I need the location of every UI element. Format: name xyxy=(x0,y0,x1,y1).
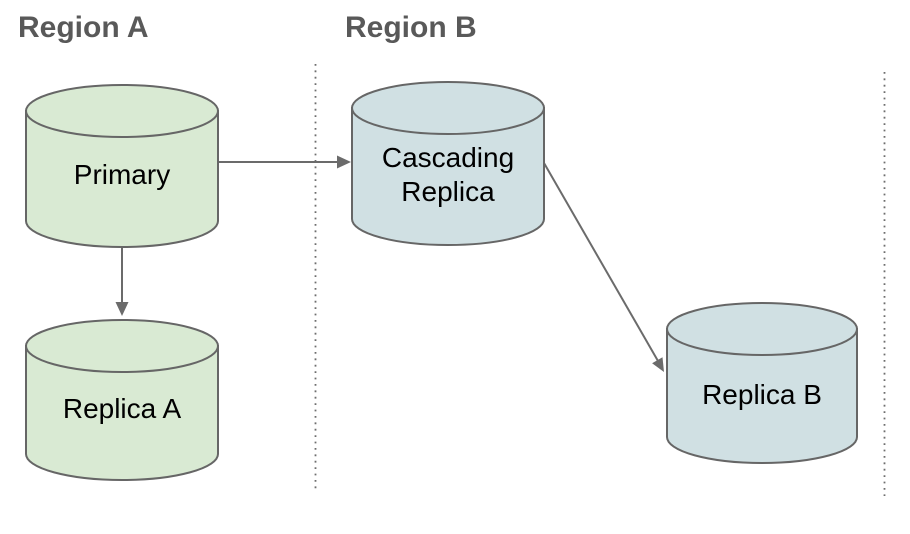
edge-primary-to-cascading-replica xyxy=(218,155,351,169)
edge-primary-to-replica-a xyxy=(115,247,129,316)
edge-cascading-replica-to-replica-b xyxy=(543,162,664,372)
database-cylinder-body xyxy=(351,107,545,246)
arrowhead-icon xyxy=(115,302,129,316)
node-primary xyxy=(25,84,219,248)
node-primary-label: Primary xyxy=(73,159,171,190)
database-cylinder-top xyxy=(666,302,858,356)
database-cylinder-top xyxy=(351,81,545,135)
arrowhead-icon xyxy=(652,357,664,372)
node-cascading-replica xyxy=(351,81,545,246)
node-replica-b xyxy=(666,302,858,464)
node-replica-a-label: Replica A xyxy=(62,393,182,424)
database-cylinder-body xyxy=(25,110,219,248)
node-replica-a xyxy=(25,319,219,481)
region-a-label: Region A xyxy=(18,11,149,44)
node-replica-b-label: Replica B xyxy=(702,379,822,410)
edge-line xyxy=(543,162,659,362)
database-cylinder-top xyxy=(25,319,219,373)
node-cascading-replica-label: Cascading Replica xyxy=(381,142,515,207)
region-b-label: Region B xyxy=(345,11,477,44)
arrowhead-icon xyxy=(337,155,351,169)
database-cylinder-body xyxy=(25,345,219,481)
database-cylinder-top xyxy=(25,84,219,138)
database-cylinder-body xyxy=(666,328,858,464)
